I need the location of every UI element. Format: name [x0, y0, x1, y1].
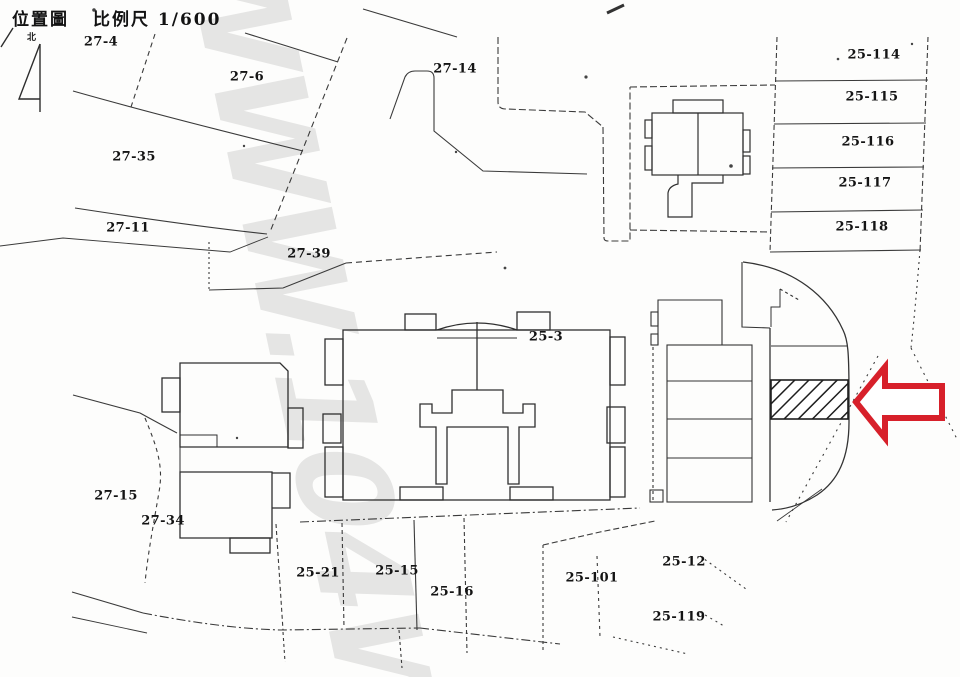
parcel-label-25-3: 25-3 — [528, 329, 564, 345]
north-label: 北 — [27, 33, 37, 43]
map-title: 位置圖 — [12, 10, 69, 30]
building-top-right — [644, 99, 751, 218]
parcel-label-25-15: 25-15 — [375, 563, 419, 579]
map-title-bar: 位置圖 比例尺 1/600 — [12, 5, 221, 30]
parcel-label-27-11: 27-11 — [106, 220, 150, 236]
parcel-label-27-35: 27-35 — [112, 149, 156, 165]
parcel-label-25-119: 25-119 — [652, 609, 706, 625]
parcel-label-27-6: 27-6 — [229, 69, 265, 85]
parcel-label-25-115: 25-115 — [845, 89, 899, 105]
parcel-column — [649, 299, 753, 503]
parcel-strips-25-114-118 — [769, 36, 959, 442]
parcel-label-27-4: 27-4 — [83, 34, 119, 50]
parcel-label-25-21: 25-21 — [296, 565, 340, 581]
parcel-label-27-39: 27-39 — [287, 246, 331, 262]
parcel-boundaries — [0, 8, 879, 669]
parcel-label-25-114: 25-114 — [847, 47, 901, 63]
parcel-label-27-14: 27-14 — [433, 61, 477, 77]
parcel-label-25-116: 25-116 — [841, 134, 895, 150]
target-parcel-hatched — [770, 379, 849, 420]
parcel-label-25-12: 25-12 — [662, 554, 706, 570]
parcel-label-25-16: 25-16 — [430, 584, 474, 600]
building-25-3 — [322, 311, 626, 501]
target-parcel-column — [741, 261, 850, 511]
scan-specks — [92, 3, 914, 440]
boundary-arc — [742, 261, 850, 511]
building-left — [161, 362, 304, 554]
north-arrow-icon — [0, 27, 41, 112]
parcel-label-25-101: 25-101 — [565, 570, 619, 586]
parcel-label-27-15: 27-15 — [94, 488, 138, 504]
parcel-label-25-117: 25-117 — [838, 175, 892, 191]
map-scale-label: 比例尺 1/600 — [93, 10, 222, 30]
parcel-label-25-118: 25-118 — [835, 219, 889, 235]
target-arrow-icon — [852, 358, 945, 447]
parcel-label-27-34: 27-34 — [141, 513, 185, 529]
